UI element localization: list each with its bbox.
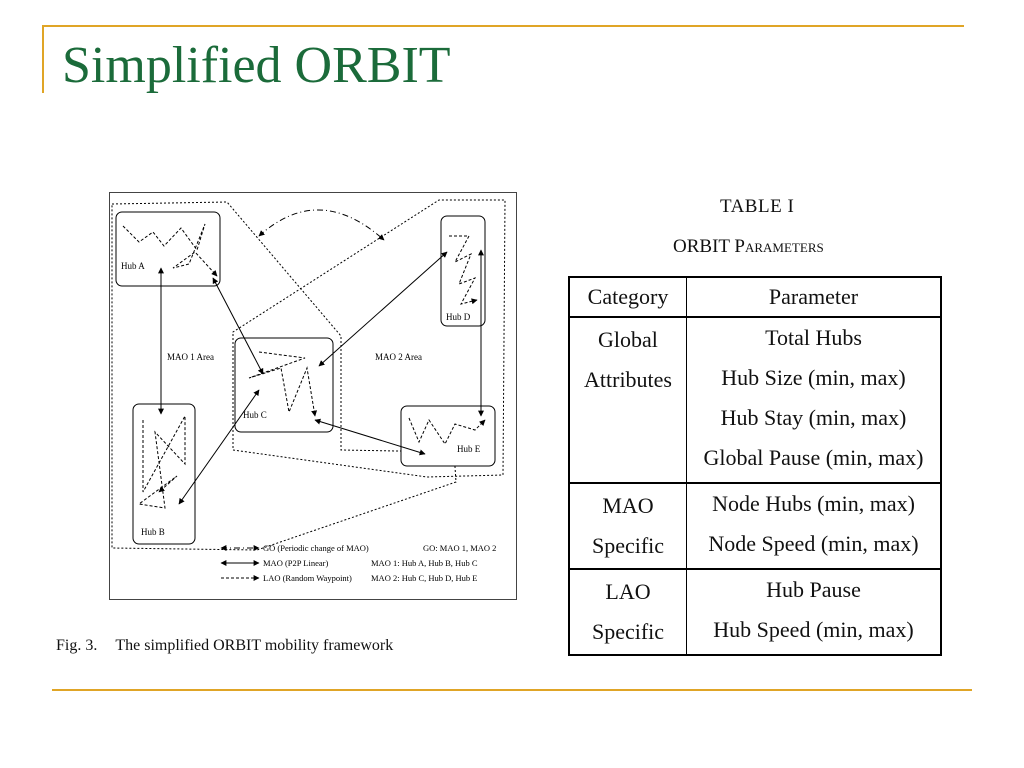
bottom-accent-line [52,689,972,691]
legend-lao-text: LAO (Random Waypoint) [263,573,352,583]
link-a-c [212,277,264,375]
orbit-figure: Hub A Hub B Hub C Hub D Hub E MAO 1 Area… [109,192,517,600]
table-heading-title-second: Parameters [734,236,824,257]
hub-e-label: Hub E [457,444,481,454]
column-header-category: Category [568,277,687,318]
hub-b-lao-path [137,415,186,509]
category-cell-mao: MAO Specific [568,482,687,570]
hub-b-label: Hub B [141,527,165,537]
legend-lao-mapping: MAO 2: Hub C, Hub D, Hub E [371,573,478,583]
hub-b-box [132,403,196,545]
link-c-e [314,418,426,456]
hub-a-lao-path [122,223,218,277]
parameter-item: Global Pause (min, max) [703,445,924,470]
orbit-parameters-table: Category Parameter Global Attributes Tot… [568,276,942,656]
category-line: Global [598,327,658,352]
figure-caption-number: Fig. 3. [56,637,98,654]
column-header-parameter: Parameter [686,277,942,318]
category-cell-global: Global Attributes [568,317,687,484]
parameter-item: Hub Size (min, max) [721,365,906,390]
link-b-c [178,389,260,505]
category-line: LAO [605,578,651,604]
left-accent-line [42,25,44,93]
table-row-mao: MAO Specific Node Hubs (min, max) Node S… [568,482,942,570]
parameter-item: Total Hubs [765,325,862,350]
category-line: MAO [602,492,654,518]
parameter-item: Hub Speed (min, max) [713,616,914,642]
table-row-lao: LAO Specific Hub Pause Hub Speed (min, m… [568,568,942,655]
parameters-cell-global: Total Hubs Hub Size (min, max) Hub Stay … [686,317,942,484]
parameter-item: Node Hubs (min, max) [712,490,915,516]
category-cell-lao: LAO Specific [568,568,687,655]
link-c-d [318,251,448,367]
top-accent-line [42,25,964,27]
legend-go-text: GO (Periodic change of MAO) [263,543,369,553]
category-line: Specific [591,532,665,558]
legend-mao-mapping: MAO 1: Hub A, Hub B, Hub C [371,558,478,568]
table-heading-title-first: ORBIT [673,236,735,257]
orbit-diagram: Hub A Hub B Hub C Hub D Hub E MAO 1 Area… [109,192,517,600]
category-line: Attributes [584,367,672,392]
hub-d-lao-path [449,235,478,305]
figure-caption-text: The simplified ORBIT mobility framework [115,637,394,654]
table-header-row: Category Parameter [568,277,942,318]
mao1-area-label: MAO 1 Area [167,352,214,362]
mao2-area-boundary [232,199,506,478]
legend-mao-text: MAO (P2P Linear) [263,558,328,568]
mao2-area-label: MAO 2 Area [375,352,422,362]
hub-c-label: Hub C [243,410,267,420]
hub-a-label: Hub A [121,261,145,271]
parameters-cell-mao: Node Hubs (min, max) Node Speed (min, ma… [686,482,942,570]
parameter-item: Hub Pause [766,576,861,602]
legend-go-mapping: GO: MAO 1, MAO 2 [423,543,496,553]
parameter-item: Node Speed (min, max) [708,530,919,556]
parameter-item: Hub Stay (min, max) [720,405,907,430]
figure-legend: GO (Periodic change of MAO) GO: MAO 1, M… [220,543,496,583]
go-arc [258,209,385,241]
table-heading-number: TABLE I [720,196,795,217]
table-row-global: Global Attributes Total Hubs Hub Size (m… [568,317,942,484]
parameters-cell-lao: Hub Pause Hub Speed (min, max) [686,568,942,655]
hub-d-box [440,215,486,327]
figure-caption: Fig. 3. The simplified ORBIT mobility fra… [56,637,393,655]
hub-a-box [115,211,221,287]
category-line: Specific [591,618,665,644]
hub-c-lao-path [248,351,318,417]
table-heading-title: ORBIT Parameters [673,236,824,258]
hub-d-label: Hub D [446,312,471,322]
slide-title: Simplified ORBIT [62,37,451,94]
